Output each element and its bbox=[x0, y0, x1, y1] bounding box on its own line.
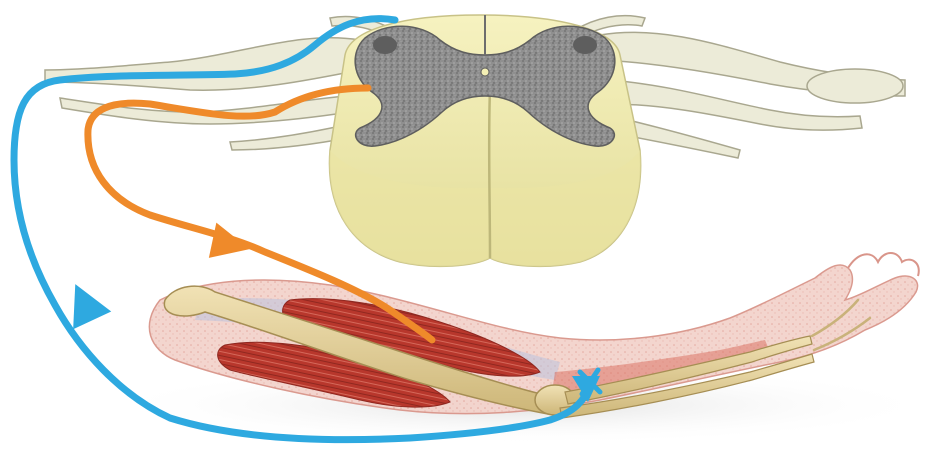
central-canal bbox=[481, 68, 489, 76]
left-dorsal-horn bbox=[373, 36, 397, 54]
hand-fingers bbox=[848, 253, 919, 276]
dorsal-root-ganglion bbox=[807, 69, 903, 103]
spinal-cord bbox=[329, 15, 640, 266]
right-dorsal-horn bbox=[573, 36, 597, 54]
anterior-median-fissure bbox=[489, 90, 490, 258]
